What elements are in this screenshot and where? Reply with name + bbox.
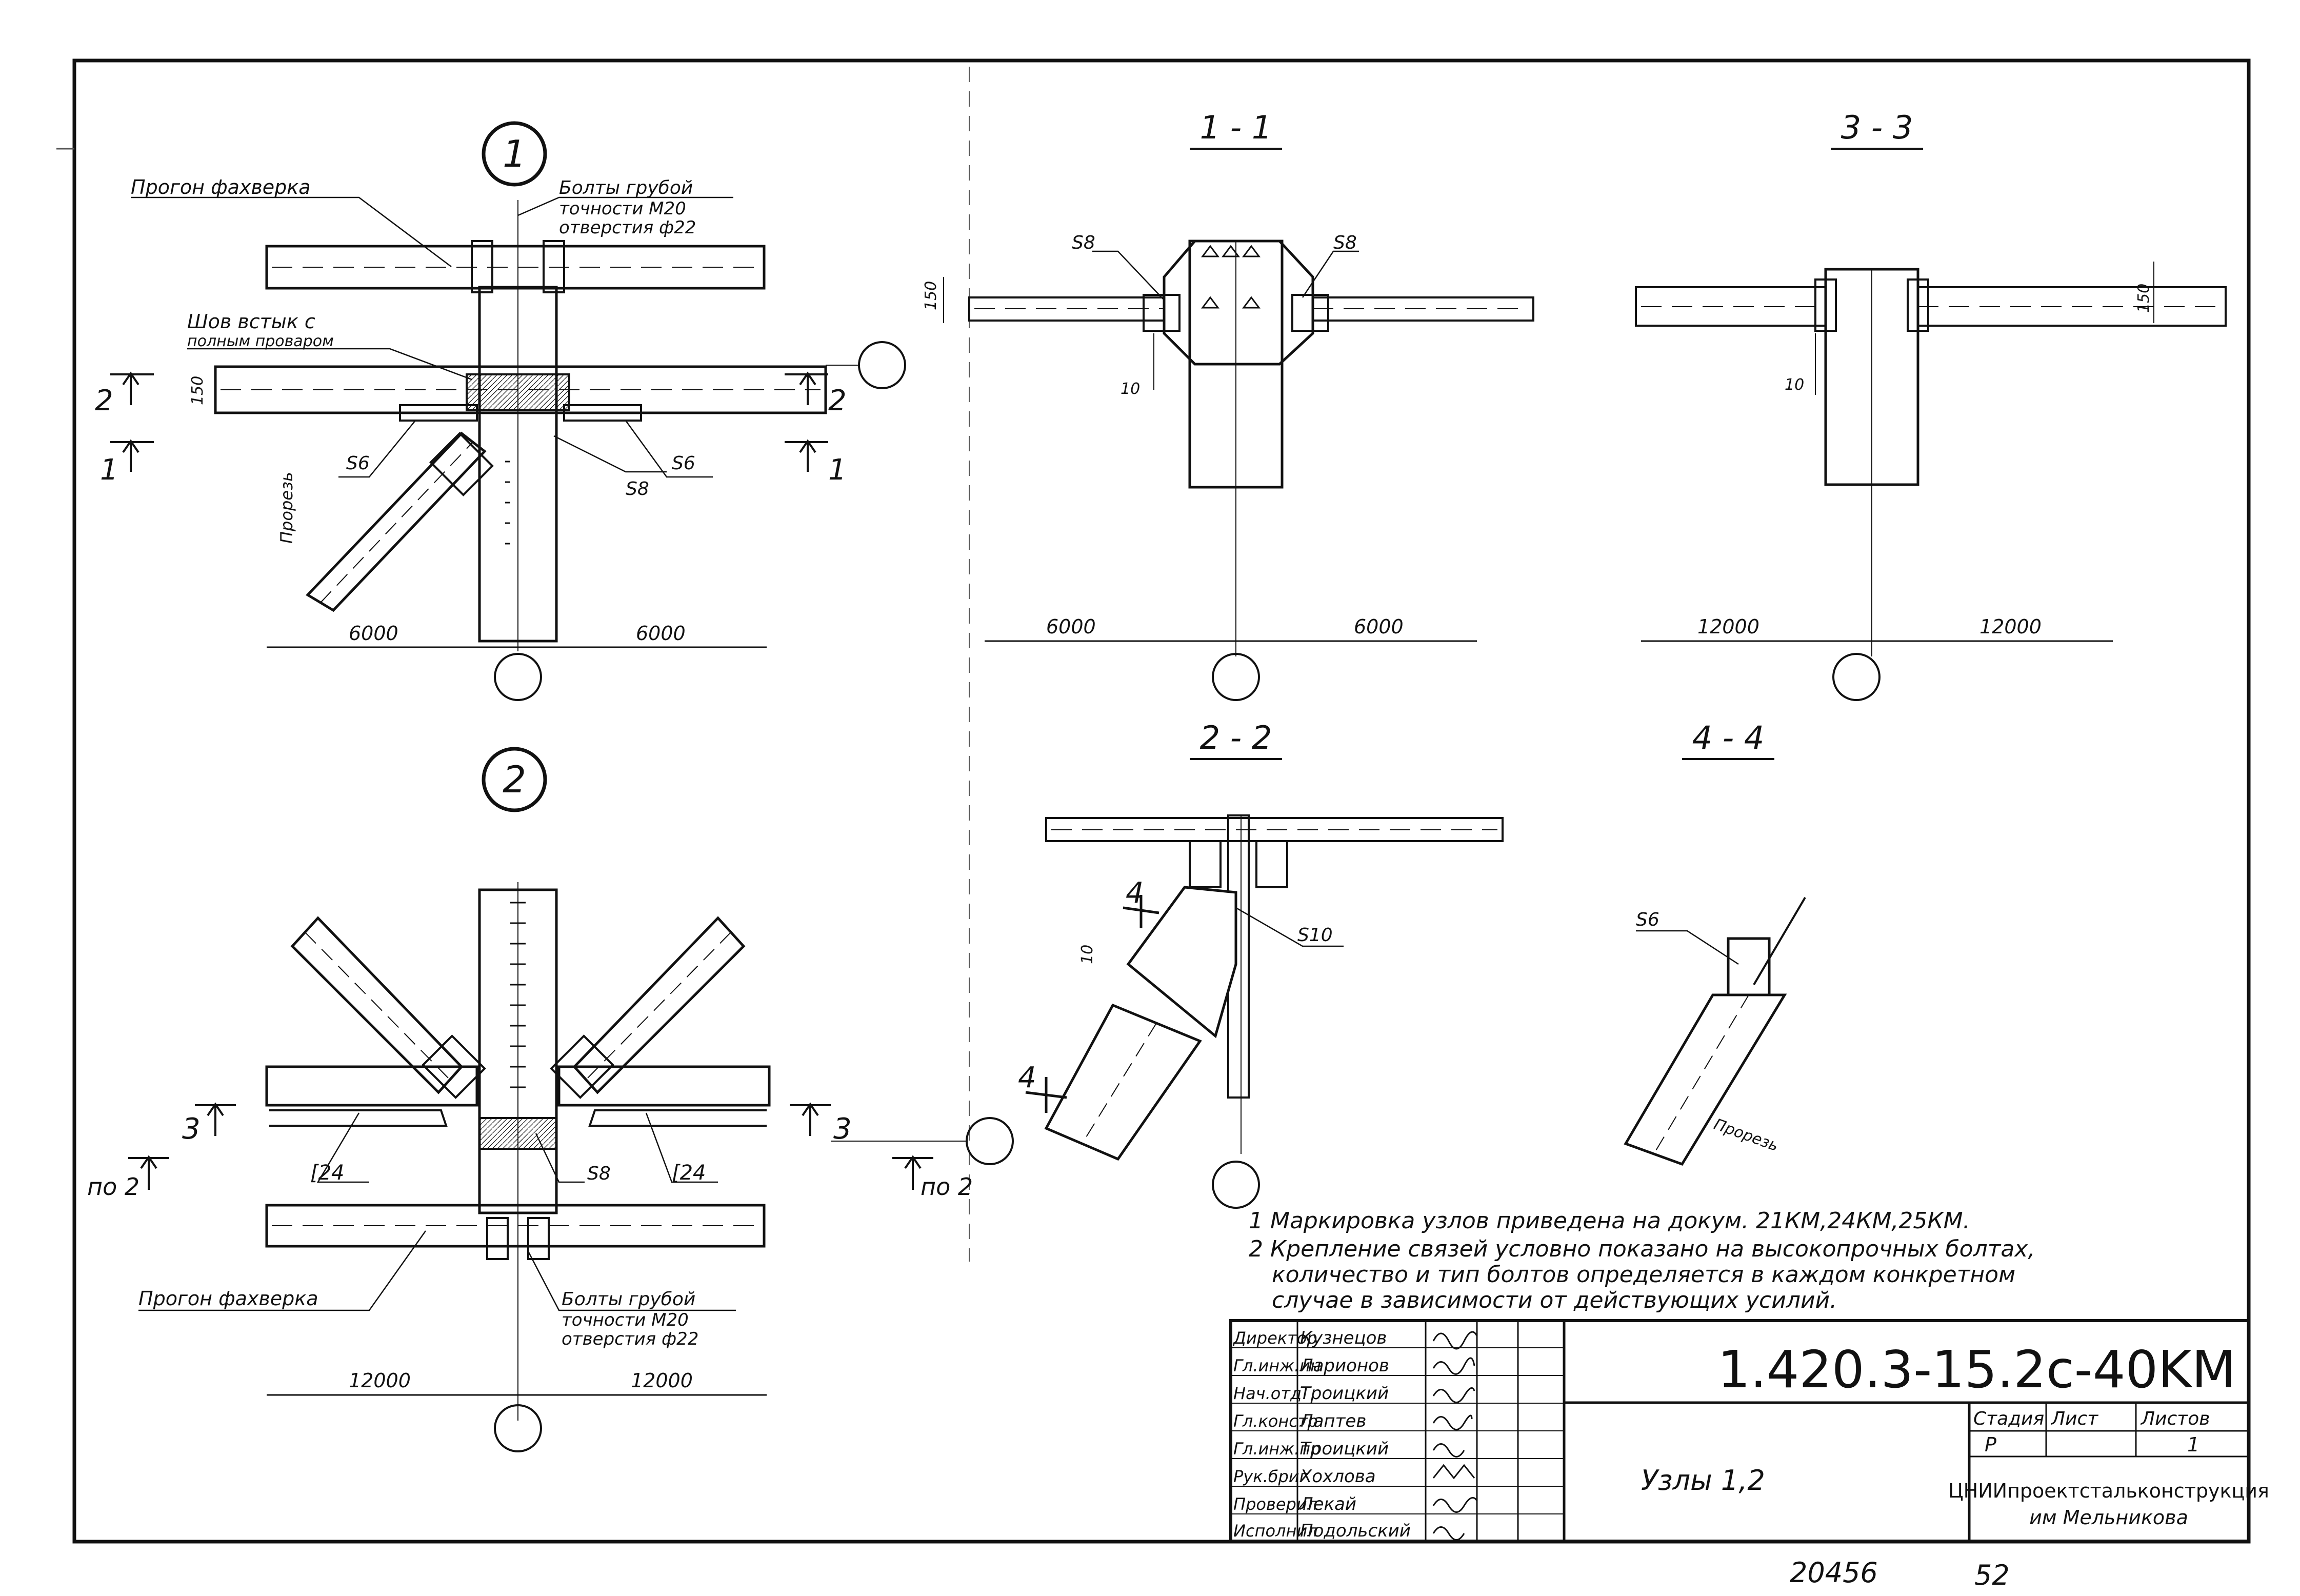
node-1-cut2-right: 2	[828, 384, 847, 417]
section-4-4: 4 - 4 S6 Прорезь	[1624, 719, 1806, 1166]
node-2-dim-left: 12000	[349, 1369, 411, 1392]
section-4-4-slot: Прорезь	[1711, 1115, 1781, 1155]
signer-role-4: Гл.констр	[1233, 1411, 1318, 1431]
signer-role-7: Проверил	[1233, 1494, 1317, 1514]
title-block: Директор Кузнецов Гл.инж.ин Ларионов Нач…	[1229, 1319, 2269, 1543]
node-1-s8: S8	[626, 478, 649, 500]
sheet-header: Лист	[2050, 1408, 2098, 1429]
section-1-1-dim150: 150	[922, 281, 940, 310]
node-2-mark-circle	[482, 747, 547, 812]
signer-role-6: Рук.бриг	[1233, 1467, 1308, 1486]
section-2-2: 2 - 2 4 4 10 S10	[1018, 719, 1504, 1209]
section-1-1-dim-left: 6000	[1046, 615, 1096, 638]
signer-role-1: Директор	[1232, 1328, 1317, 1348]
signer-name-6: Хохлова	[1299, 1466, 1376, 1487]
node-2-s8: S8	[587, 1163, 611, 1184]
section-2-2-cut4-bottom: 4	[1018, 1061, 1036, 1094]
signer-name-1: Кузнецов	[1300, 1328, 1387, 1348]
section-2-2-cut4-top: 4	[1126, 876, 1144, 910]
signer-role-8: Исполнил	[1233, 1521, 1318, 1541]
section-1-1-title: 1 - 1	[1200, 109, 1272, 146]
signer-name-7: Лекай	[1299, 1494, 1356, 1514]
section-2-2-dim10: 10	[1078, 945, 1096, 964]
node-2-view: 2 12000 12000	[87, 747, 1014, 1452]
node-1-cut1-right: 1	[828, 453, 847, 487]
signer-role-3: Нач.отд	[1233, 1384, 1302, 1403]
section-2-2-s10: S10	[1297, 925, 1333, 946]
node-2-mark: 2	[503, 758, 526, 801]
note-2: 2 Крепление связей условно показано на в…	[1249, 1236, 2035, 1262]
section-4-4-title: 4 - 4	[1692, 719, 1765, 756]
sheet-frame	[56, 58, 2251, 1544]
node-2-bolts-line3: отверстия ф22	[562, 1329, 698, 1349]
node-2-cut-po2-right: по 2	[921, 1173, 973, 1201]
signer-name-5: Троицкий	[1300, 1439, 1389, 1459]
node-1-s6b: S6	[672, 453, 695, 474]
node-2-cut3-left: 3	[182, 1112, 201, 1146]
node-2-bolts-line2: точности М20	[562, 1310, 689, 1330]
signer-name-3: Троицкий	[1300, 1383, 1389, 1404]
node-1-cut2-left: 2	[95, 384, 113, 417]
sheet-title: Узлы 1,2	[1641, 1464, 1765, 1497]
node-2-cut-po2-left: по 2	[87, 1173, 139, 1201]
section-3-3-dim-right: 12000	[1979, 615, 2042, 638]
section-1-1-s8-left: S8	[1072, 232, 1095, 253]
section-2-2-title: 2 - 2	[1200, 719, 1272, 756]
node-1-s6a: S6	[346, 453, 370, 474]
section-1-1: 1 - 1 S8 S8 150 10 6000 6000	[922, 109, 1534, 701]
note-2-cont-2: случае в зависимости от действующих усил…	[1272, 1287, 1837, 1313]
section-3-3-title: 3 - 3	[1841, 109, 1913, 146]
section-4-4-s6: S6	[1636, 909, 1659, 930]
node-1-view: 1 6000 6000 Про	[95, 121, 906, 701]
archive-number: 20456	[1790, 1557, 1878, 1589]
org-subtitle: им Мельникова	[2029, 1506, 2188, 1529]
page-number: 52	[1974, 1559, 2010, 1591]
sheets-header: Листов	[2140, 1408, 2210, 1429]
stage-header: Стадия	[1973, 1408, 2044, 1429]
node-1-dim-right: 6000	[636, 622, 686, 645]
node-1-dim-left: 6000	[349, 622, 398, 645]
node-1-bolts-line1: Болты грубой	[559, 177, 693, 198]
section-1-1-s8-right: S8	[1333, 232, 1357, 253]
signer-name-2: Ларионов	[1299, 1355, 1389, 1376]
node-2-c24-left: [24	[310, 1161, 345, 1185]
section-1-1-dim10: 10	[1121, 380, 1140, 398]
signer-name-8: Подольский	[1300, 1521, 1411, 1541]
node-1-dim150: 150	[189, 376, 207, 405]
node-1-bolts-line2: точности М20	[559, 198, 686, 219]
note-2-cont-1: количество и тип болтов определяется в к…	[1272, 1262, 2015, 1288]
signatures	[1432, 1331, 1478, 1541]
node-1-purlin-label: Прогон фахверка	[131, 176, 310, 198]
signer-role-5: Гл.инж.пр	[1233, 1439, 1321, 1459]
signer-role-2: Гл.инж.ин	[1233, 1356, 1321, 1375]
notes: 1 Маркировка узлов приведена на докум. 2…	[1249, 1208, 2035, 1313]
node-1-bolts-line3: отверстия ф22	[559, 217, 696, 238]
section-1-1-dim-right: 6000	[1354, 615, 1404, 638]
node-2-cut3-right: 3	[833, 1112, 852, 1146]
section-3-3-dim-left: 12000	[1697, 615, 1759, 638]
node-1-weld-line2: полным проваром	[187, 332, 334, 350]
stage-value: Р	[1985, 1433, 1996, 1456]
section-3-3-dim150: 150	[2135, 284, 2153, 313]
note-1: 1 Маркировка узлов приведена на докум. 2…	[1249, 1208, 1970, 1234]
node-2-dim-right: 12000	[631, 1369, 693, 1392]
node-1-slot: Прорезь	[277, 472, 296, 544]
section-3-3: 3 - 3 150 10 12000 12000	[1635, 109, 2227, 701]
node-1-mark: 1	[503, 132, 526, 175]
sheets-value: 1	[2187, 1433, 2199, 1456]
node-1-mark-circle	[482, 121, 547, 187]
section-3-3-dim10: 10	[1785, 376, 1804, 394]
doc-code: 1.420.3-15.2c-40KM	[1717, 1340, 2236, 1400]
signer-name-4: Лаптев	[1299, 1411, 1366, 1431]
node-2-purlin-label: Прогон фахверка	[138, 1287, 318, 1310]
node-1-weld-line1: Шов встык с	[187, 310, 315, 333]
org-name: ЦНИИпроектстальконструкция	[1948, 1480, 2269, 1502]
node-2-bolts-line1: Болты грубой	[562, 1289, 695, 1310]
node-1-cut1-left: 1	[100, 453, 118, 487]
node-2-c24-right: [24	[672, 1161, 706, 1185]
